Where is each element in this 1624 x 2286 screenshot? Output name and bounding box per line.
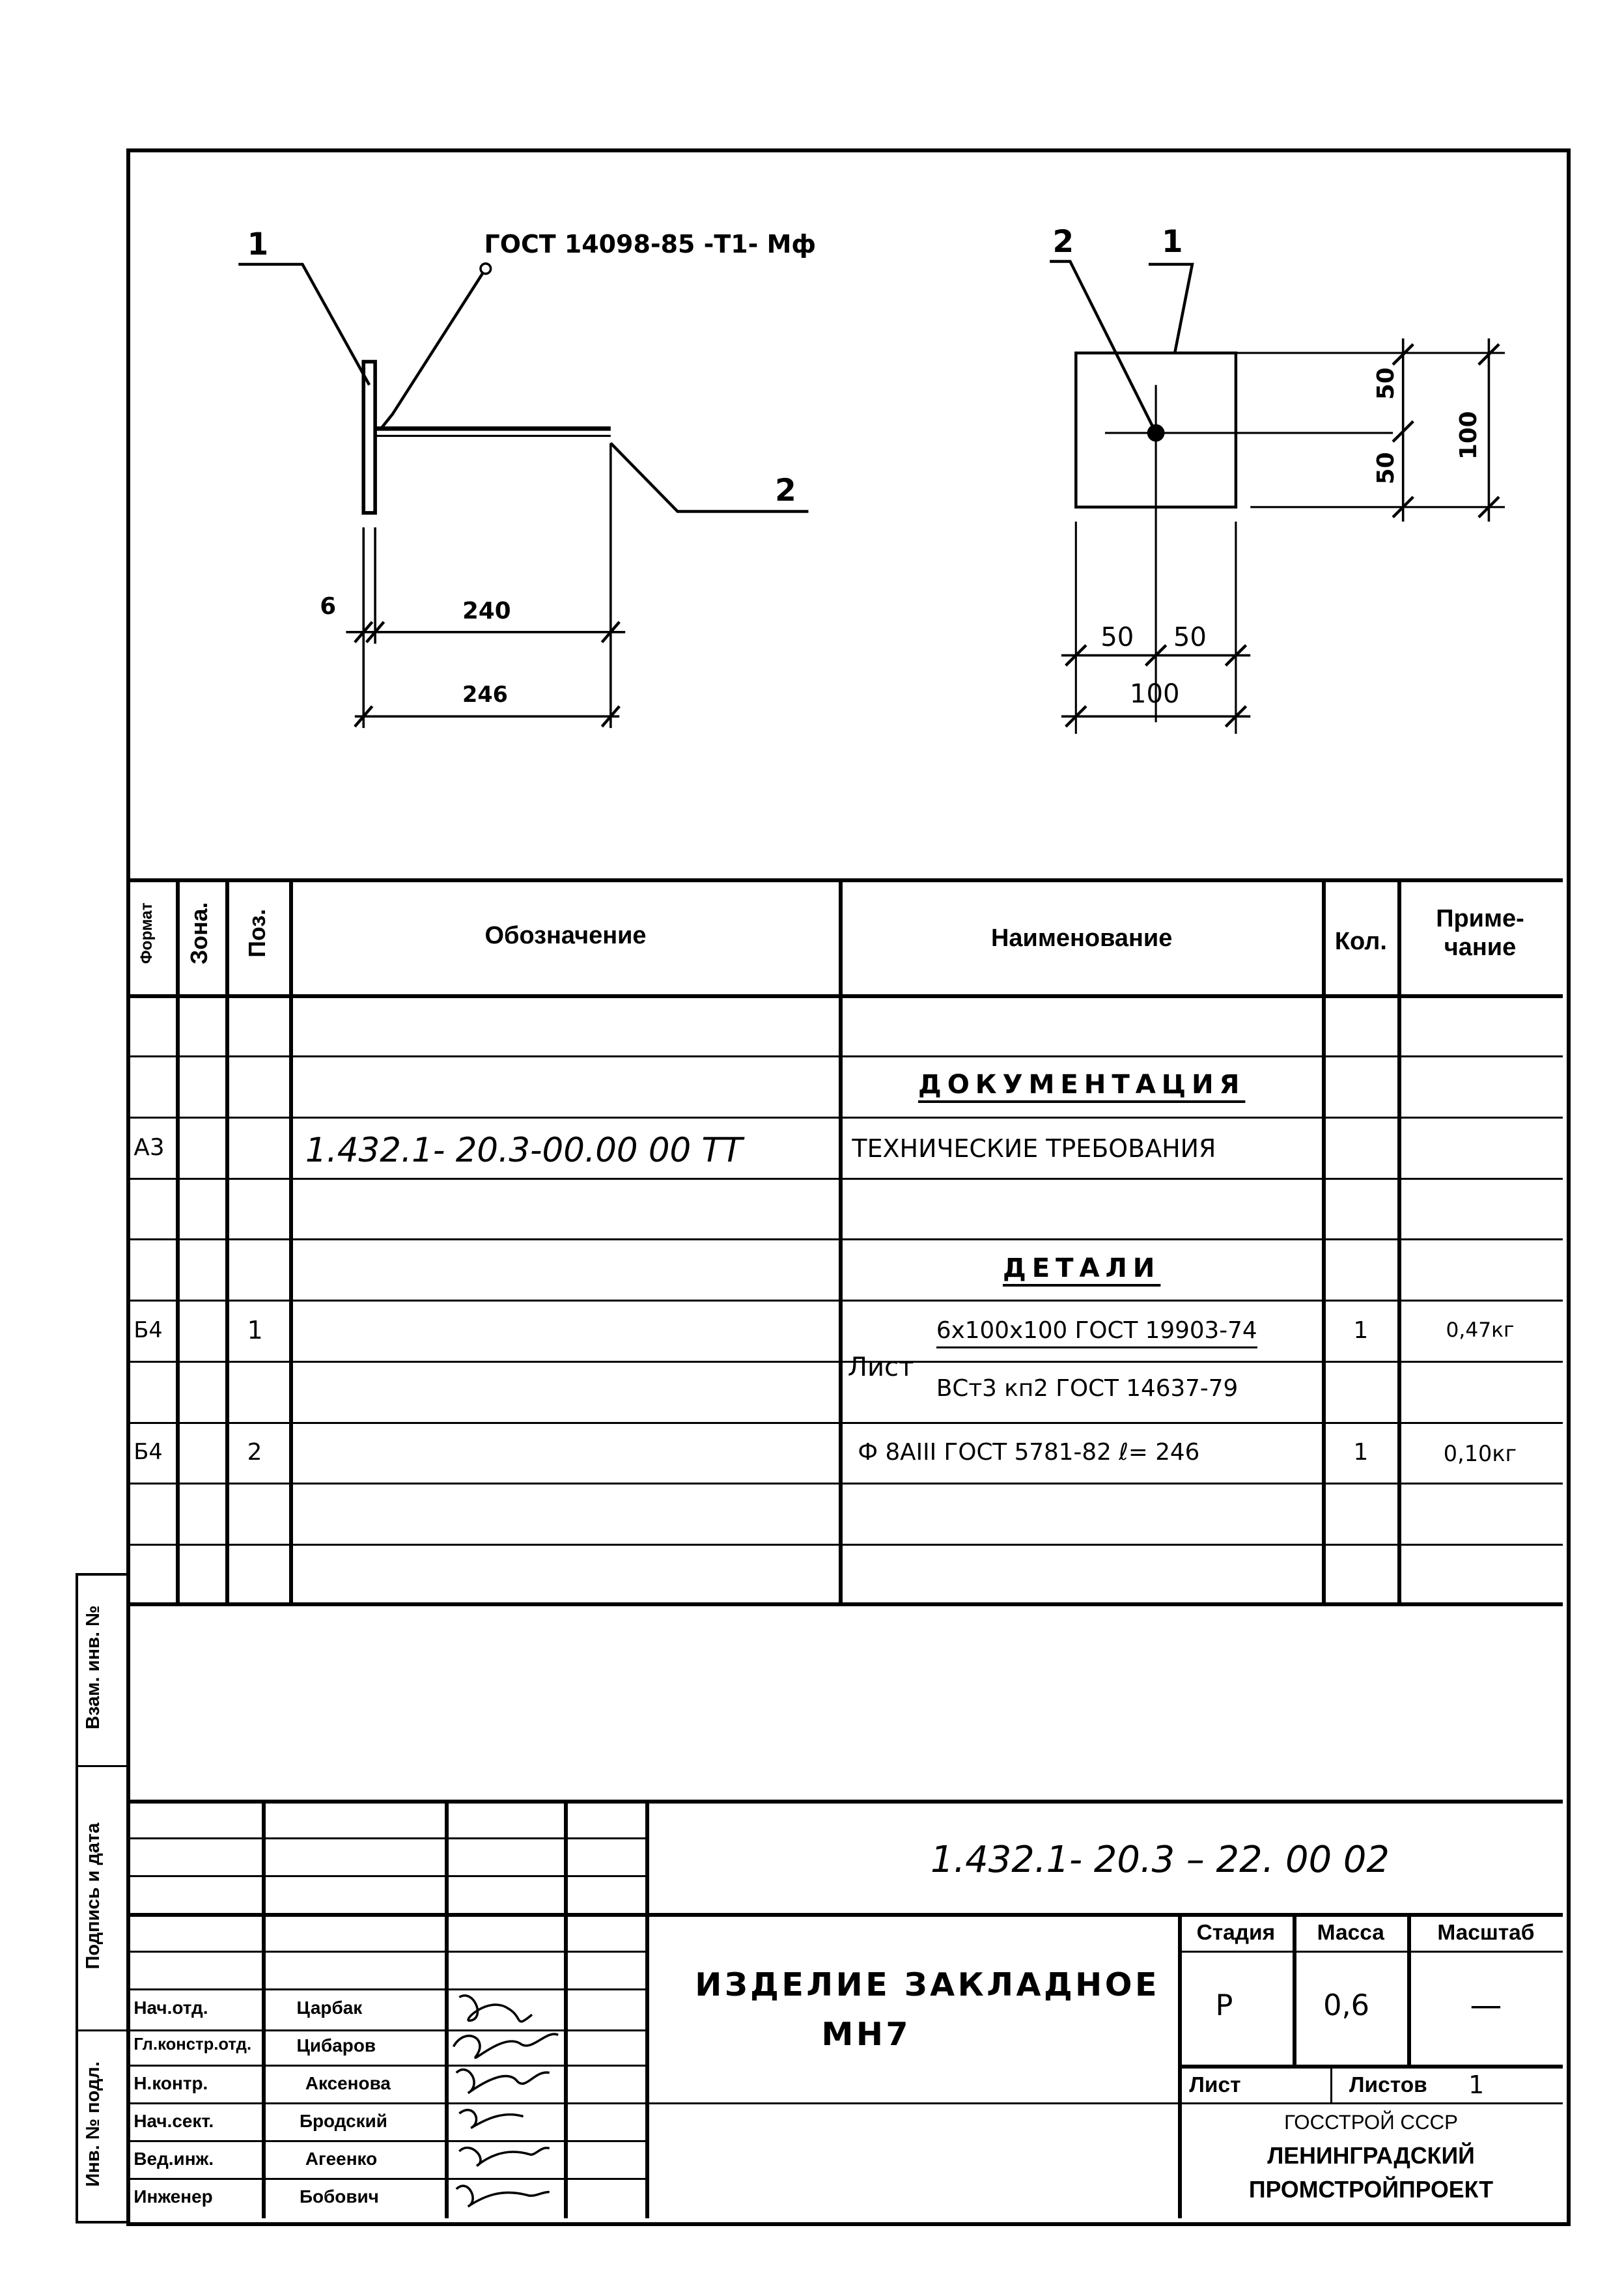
document-code: 1.432.1- 20.3 – 22. 00 02 — [930, 1839, 1390, 1882]
row-8-pos: 2 — [247, 1439, 262, 1466]
dim-v-total: 100 — [1455, 411, 1483, 460]
row-8-format: Б4 — [133, 1439, 163, 1465]
sheets-label: Листов — [1349, 2072, 1427, 2097]
sheet-material-prefix: Лист — [847, 1352, 914, 1382]
handwritten-signatures — [453, 1994, 559, 2208]
sig-role-4: Нач.сект. — [133, 2111, 214, 2132]
leader-weld — [380, 268, 487, 430]
org-line3: ПРОМСТРОЙПРОЕКТ — [1248, 2176, 1494, 2203]
leader-plate-front — [1148, 263, 1194, 354]
front-callout-plate-label: 1 — [1162, 223, 1183, 260]
row-8-qty: 1 — [1353, 1439, 1369, 1466]
side-label-original-inv: Инв. № подл. — [83, 2061, 104, 2187]
row-8-note: 0,10кг — [1443, 1440, 1517, 1466]
stage-label: Стадия — [1196, 1920, 1276, 1945]
section-details: ДЕТАЛИ — [1003, 1253, 1161, 1283]
sig-name-6: Бобович — [299, 2186, 379, 2207]
scale-value: — — [1470, 1986, 1502, 2024]
dim-total-length: 246 — [462, 682, 508, 708]
assembly-drawing — [238, 260, 1505, 734]
dim-v-half-bottom: 50 — [1372, 451, 1399, 484]
leader-bar — [609, 442, 809, 514]
header-note: Приме- чание — [1436, 904, 1524, 962]
sheet-material-top: 6х100х100 ГОСТ 19903-74 — [936, 1317, 1257, 1349]
drawing-frame — [126, 148, 1571, 2227]
sig-role-1: Нач.отд. — [133, 1997, 208, 2018]
side-label-replace-inv: Взам. инв. № — [83, 1605, 104, 1730]
sig-name-1: Царбак — [296, 1997, 363, 2018]
row-6-pos: 1 — [247, 1315, 263, 1345]
callout-bar-label: 2 — [775, 472, 796, 509]
leader-plate — [238, 263, 371, 386]
header-zone: Зона. — [186, 902, 212, 965]
section-documentation: ДОКУМЕНТАЦИЯ — [917, 1070, 1246, 1100]
row-3-name: ТЕХНИЧЕСКИЕ ТРЕБОВАНИЯ — [852, 1134, 1216, 1163]
org-line2: ЛЕНИНГРАДСКИЙ — [1267, 2143, 1475, 2169]
header-pos: Поз. — [244, 909, 271, 958]
row-3-designation: 1.432.1- 20.3-00.00 00 ТТ — [305, 1131, 743, 1171]
dim-v-half-top: 50 — [1372, 367, 1399, 400]
sig-name-4: Бродский — [299, 2111, 387, 2132]
product-name-line1: ИЗДЕЛИЕ ЗАКЛАДНОЕ — [695, 1965, 1160, 2003]
sheet-material-bottom: ВСт3 кп2 ГОСТ 14637-79 — [936, 1375, 1239, 1402]
weld-symbol-label: ГОСТ 14098-85 -Т1- Мф — [484, 229, 816, 258]
dim-h-half-left: 50 — [1100, 622, 1134, 652]
sig-role-2: Гл.констр.отд. — [133, 2035, 252, 2054]
mass-value: 0,6 — [1323, 1988, 1370, 2023]
front-callout-bar-label: 2 — [1052, 223, 1074, 260]
row-6-format: Б4 — [133, 1317, 163, 1343]
scale-label: Масштаб — [1437, 1920, 1535, 1945]
header-designation: Обозначение — [484, 921, 647, 949]
sig-role-3: Н.контр. — [133, 2072, 208, 2093]
mass-label: Масса — [1317, 1920, 1384, 1945]
sig-name-3: Аксенова — [305, 2072, 391, 2093]
org-line1: ГОССТРОЙ СССР — [1284, 2111, 1458, 2134]
dim-thickness: 6 — [320, 592, 337, 620]
row-8-name: Ф 8АIII ГОСТ 5781-82 ℓ= 246 — [858, 1439, 1200, 1466]
dim-bar-length: 240 — [462, 597, 511, 624]
dim-h-total: 100 — [1129, 678, 1180, 709]
row-6-qty: 1 — [1353, 1317, 1369, 1344]
dim-h-half-right: 50 — [1173, 622, 1207, 652]
callout-plate-label: 1 — [247, 227, 269, 263]
side-strip — [76, 1572, 126, 2224]
leader-bar-front — [1050, 260, 1158, 434]
sig-role-5: Вед.инж. — [133, 2149, 214, 2169]
product-name-line2: МН7 — [821, 2014, 912, 2053]
row-6-note: 0,47кг — [1446, 1318, 1515, 1343]
header-name: Наименование — [991, 925, 1173, 953]
sig-name-5: Агеенко — [305, 2149, 378, 2169]
sig-name-2: Цибаров — [296, 2035, 376, 2056]
header-qty: Кол. — [1334, 927, 1387, 955]
row-3-format: А3 — [133, 1134, 165, 1161]
sheet-label: Лист — [1189, 2072, 1241, 2097]
sig-role-6: Инженер — [133, 2186, 213, 2207]
header-format: Формат — [138, 902, 156, 964]
stage-value: Р — [1215, 1988, 1233, 2023]
plate-side-view — [361, 360, 377, 515]
sheets-value: 1 — [1468, 2070, 1485, 2099]
side-label-signature-date: Подпись и дата — [83, 1822, 104, 1969]
